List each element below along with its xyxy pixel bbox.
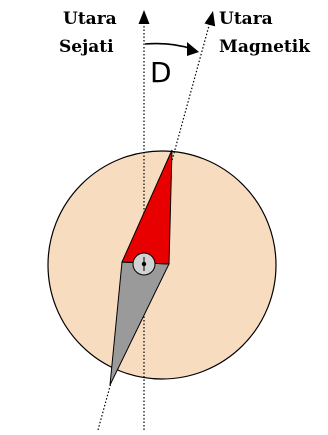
true-north-label-line2: Sejati xyxy=(59,37,114,57)
true-north-arrowhead xyxy=(139,10,150,24)
magnetic-north-label-line2: Magnetik xyxy=(219,37,311,57)
declination-label: D xyxy=(150,56,172,89)
declination-arc-arrowhead xyxy=(187,42,199,56)
magnetic-north-arrowhead xyxy=(205,11,216,26)
declination-arc xyxy=(145,44,192,49)
magnetic-north-label-line1: Utara xyxy=(219,9,273,29)
true-north-label-line1: Utara xyxy=(63,9,117,29)
